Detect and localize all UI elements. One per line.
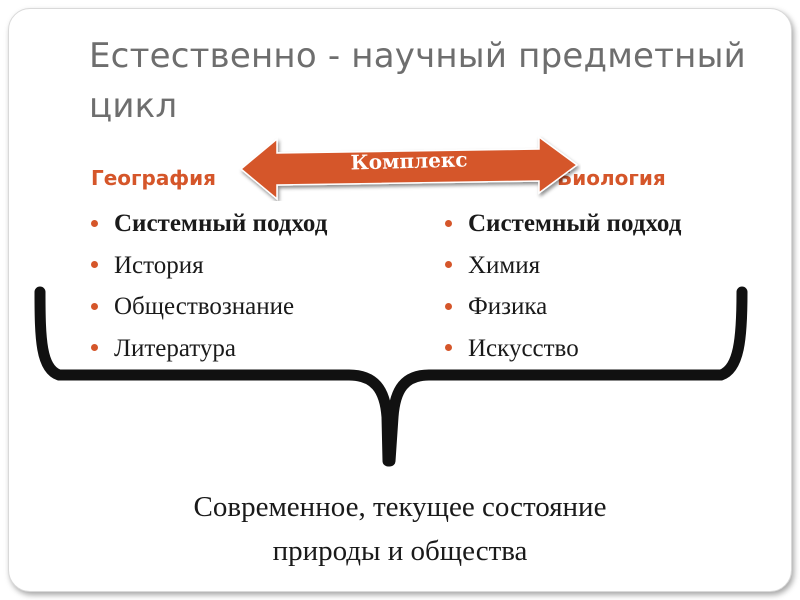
bullet-icon bbox=[91, 261, 98, 269]
summary-line-2: природы и общества bbox=[272, 535, 528, 567]
list-item: Системный подход bbox=[91, 203, 327, 245]
double-arrow-icon bbox=[239, 135, 579, 201]
bullet-icon bbox=[445, 344, 452, 352]
list-item-label: Литература bbox=[114, 334, 236, 362]
list-item: Физика bbox=[445, 286, 681, 328]
list-item: Обществознание bbox=[91, 286, 327, 328]
list-item: Искусство bbox=[445, 328, 681, 370]
list-item-label: Обществознание bbox=[114, 293, 295, 320]
bullet-icon bbox=[445, 302, 452, 310]
summary-text: Современное, текущее состояние природы и… bbox=[69, 485, 731, 573]
list-item-label: Химия bbox=[468, 251, 541, 279]
list-item: Литература bbox=[91, 328, 327, 370]
bullet-icon bbox=[445, 219, 452, 227]
list-item-label: Системный подход bbox=[468, 210, 682, 237]
heading-geography: География bbox=[91, 166, 217, 190]
slide-title: Естественно - научный предметный цикл bbox=[89, 36, 746, 126]
bullet-icon bbox=[91, 219, 98, 227]
list-item-label: Искусство bbox=[468, 334, 579, 362]
slide: Естественно - научный предметный цикл Ге… bbox=[8, 8, 792, 592]
summary-line-1: Современное, текущее состояние bbox=[193, 491, 607, 523]
bullet-icon bbox=[91, 302, 98, 310]
list-item: Химия bbox=[445, 245, 681, 287]
left-list: Системный подход История Обществознание … bbox=[91, 203, 327, 369]
right-list: Системный подход Химия Физика Искусство bbox=[445, 203, 681, 369]
list-item: История bbox=[91, 245, 327, 287]
list-item-label: История bbox=[114, 251, 204, 279]
bullet-icon bbox=[445, 261, 452, 269]
heading-biology: Биология bbox=[557, 166, 666, 190]
bullet-icon bbox=[91, 344, 98, 352]
list-item-label: Физика bbox=[468, 293, 548, 320]
list-item-label: Системный подход bbox=[114, 210, 328, 237]
list-item: Системный подход bbox=[445, 203, 681, 245]
